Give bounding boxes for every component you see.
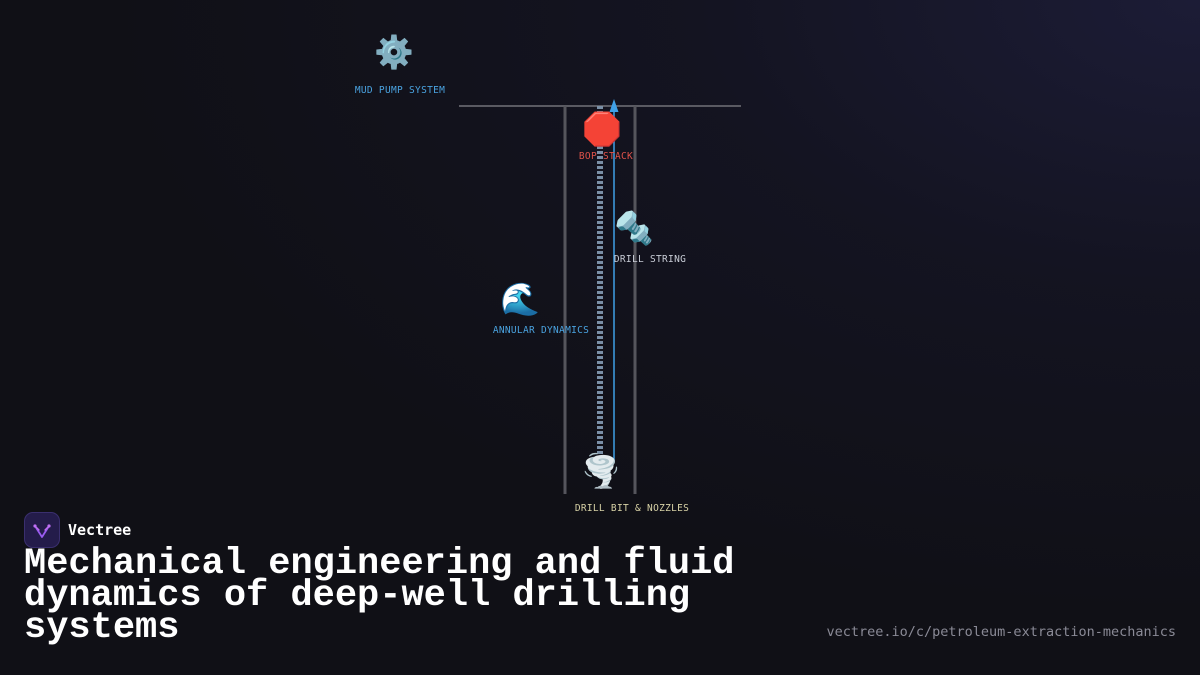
- bop-stack-label: BOP STACK: [578, 151, 634, 162]
- annular-dynamics-node: 🌊 ANNULAR DYNAMICS: [472, 280, 589, 336]
- flow-arrow-head: [609, 99, 619, 112]
- mud-pump-node: ⚙️ MUD PUMP SYSTEM: [349, 33, 445, 96]
- drill-string-label: DRILL STRING: [613, 254, 687, 265]
- vectree-logo-icon: [24, 512, 60, 548]
- stop-sign-icon: 🛑: [582, 110, 622, 148]
- bop-stack-node: 🛑 BOP STACK: [575, 110, 633, 162]
- brand[interactable]: Vectree: [24, 512, 131, 548]
- annular-dynamics-label: ANNULAR DYNAMICS: [492, 325, 590, 336]
- nut-and-bolt-icon: 🔩: [614, 209, 654, 247]
- drill-string-node: 🔩 DRILL STRING: [598, 209, 686, 265]
- drill-bit-label: DRILL BIT & NOZZLES: [574, 503, 690, 514]
- gear-icon: ⚙️: [374, 33, 414, 71]
- source-url[interactable]: vectree.io/c/petroleum-extraction-mechan…: [826, 624, 1177, 640]
- mud-pump-label: MUD PUMP SYSTEM: [354, 85, 446, 96]
- drill-bit-node: 🌪️ DRILL BIT & NOZZLES: [544, 452, 689, 514]
- brand-name: Vectree: [68, 521, 132, 539]
- page-title: Mechanical engineering and fluid dynamic…: [24, 543, 735, 649]
- tornado-icon: 🌪️: [581, 452, 621, 490]
- wave-icon: 🌊: [500, 280, 540, 318]
